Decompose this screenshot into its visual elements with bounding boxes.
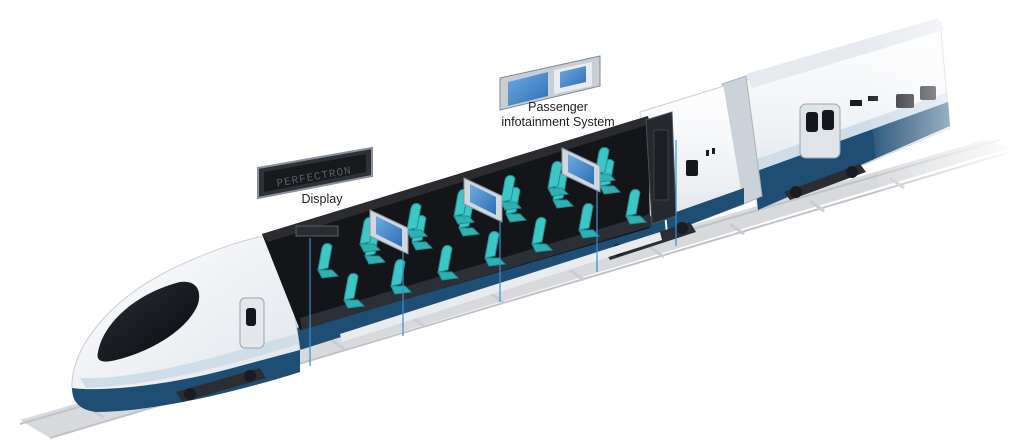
pis-screen-2 (463, 177, 503, 223)
seat (625, 189, 648, 225)
seat (500, 175, 523, 211)
cockpit-window (97, 281, 200, 362)
interior-led-display (295, 225, 339, 237)
rear-bogie (784, 164, 866, 200)
seat (390, 259, 413, 295)
interior-pis-screens (295, 147, 601, 255)
seat (343, 273, 366, 309)
pis-label-line2: infotainment System (501, 115, 615, 129)
pis-label: Passenger infotainment System (488, 100, 628, 130)
front-bogie (176, 368, 266, 402)
seat (531, 217, 554, 253)
seat (406, 203, 429, 239)
rear-car (739, 0, 1024, 211)
pis-label-line1: Passenger (528, 100, 588, 114)
seat (578, 203, 601, 239)
callout-lines (309, 140, 677, 366)
seat (437, 245, 460, 281)
led-display-panel: PERFECTRON (257, 146, 373, 200)
display-label: Display (301, 192, 343, 206)
seat (547, 161, 570, 197)
pis-device (499, 55, 601, 111)
seat (317, 243, 340, 279)
pis-screen-3 (561, 147, 601, 193)
rear-car-door (799, 103, 841, 159)
front-door (239, 297, 265, 349)
pis-screen-1 (369, 209, 409, 255)
